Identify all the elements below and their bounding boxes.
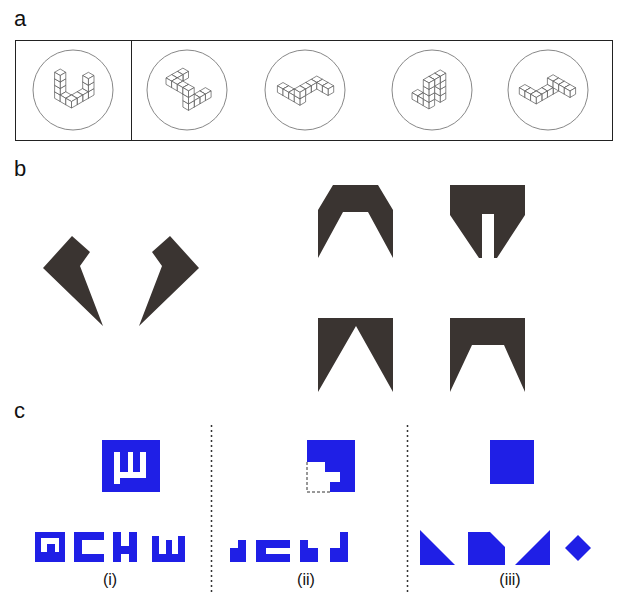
piece [515, 530, 550, 565]
cube-face [172, 81, 178, 91]
stimulus-circle [265, 50, 345, 130]
piece [420, 530, 455, 565]
cube-face [547, 88, 553, 98]
cube-face [60, 72, 66, 82]
cube-face [88, 76, 94, 86]
dotted-divider [407, 425, 409, 592]
piece [565, 535, 591, 561]
cube-figure [277, 76, 333, 105]
trapezoid-notch-shape [450, 318, 525, 392]
cube-face [542, 91, 548, 101]
puzzle-i [35, 440, 185, 562]
cube-face [66, 98, 72, 108]
cube-face [311, 83, 317, 93]
cube-face [183, 88, 189, 98]
piece [152, 536, 185, 562]
cube-face [553, 81, 559, 91]
missing-outline [307, 462, 330, 492]
cube-face [531, 94, 537, 104]
kite-piece [43, 236, 103, 326]
cube-figure [166, 68, 211, 110]
cube-face [205, 91, 211, 101]
subpanel-label: (iii) [499, 572, 520, 588]
cube-face [283, 89, 289, 99]
cube-face [570, 88, 576, 98]
puzzle-iii [420, 440, 591, 565]
cube-face [300, 89, 306, 99]
panel-letter: b [14, 158, 26, 180]
cube-face [306, 86, 312, 96]
cube-face [72, 98, 78, 108]
stimulus-circles [33, 50, 588, 130]
cube-face [317, 83, 323, 93]
cube-face [435, 76, 441, 86]
v-notch-shape [318, 318, 393, 392]
cube-face [418, 96, 424, 106]
target-square [307, 440, 355, 492]
stimulus-circle [147, 50, 227, 130]
cube-face [183, 71, 189, 81]
cube-figure [412, 70, 446, 109]
subpanel-label: (ii) [297, 572, 315, 588]
cube-face [519, 88, 525, 98]
piece [230, 540, 246, 562]
piece [74, 532, 104, 562]
cube-face [166, 78, 172, 88]
cube-figure [519, 75, 575, 104]
shape-pieces [43, 185, 525, 392]
cube-face [294, 89, 300, 99]
cube-face [83, 76, 89, 86]
cube-face [177, 84, 183, 94]
cube-face [429, 80, 435, 90]
cube-face [189, 88, 195, 98]
piece [35, 532, 65, 562]
cube-face [200, 94, 206, 104]
stimulus-circle [33, 50, 113, 130]
cube-face [60, 95, 66, 105]
cube-face [564, 88, 570, 98]
cube-face [525, 91, 531, 101]
cube-face [194, 97, 200, 107]
cube-face [440, 73, 446, 83]
piece [300, 540, 318, 562]
target-square [490, 440, 534, 484]
notch-shape [318, 185, 393, 258]
stimulus-circle [508, 50, 588, 130]
cube-face [322, 86, 328, 96]
panel-letter: a [14, 8, 26, 30]
cube-face [536, 94, 542, 104]
piece [468, 532, 505, 565]
cube-face [77, 95, 83, 105]
piece [113, 532, 137, 562]
white-gap [114, 452, 146, 484]
slot-shape [450, 185, 525, 258]
cube-figure [55, 69, 94, 108]
cube-face [55, 72, 61, 82]
panel-frame [16, 41, 613, 141]
cube-face [328, 86, 334, 96]
piece [330, 532, 348, 562]
cube-face [83, 92, 89, 102]
puzzle-ii [230, 440, 355, 562]
cube-face [412, 93, 418, 103]
cube-face [277, 86, 283, 96]
stimulus-circle [392, 50, 472, 130]
kite-piece [139, 236, 199, 326]
cube-face [559, 85, 565, 95]
dotted-divider [211, 425, 213, 592]
cube-face [423, 80, 429, 90]
piece [256, 540, 290, 562]
divider-line [131, 40, 132, 141]
panel-letter: c [14, 400, 25, 422]
subpanel-label: (i) [103, 572, 117, 588]
cube-face [289, 92, 295, 102]
target-square [102, 440, 160, 492]
